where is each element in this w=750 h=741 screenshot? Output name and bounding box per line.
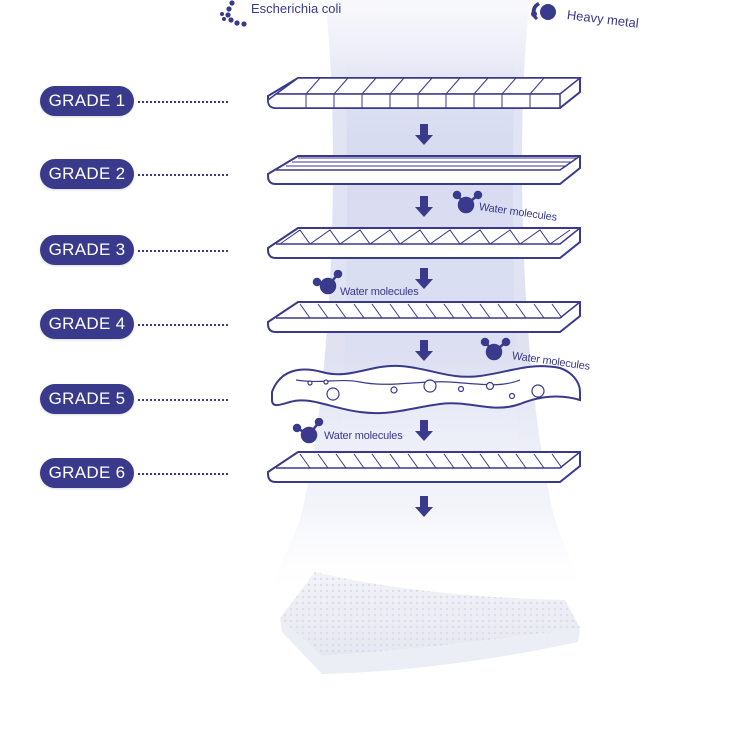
- water-molecules-label-2: Water molecules: [340, 286, 419, 298]
- down-arrow-icon: [415, 268, 433, 289]
- grade-6-connector: [138, 473, 228, 475]
- water-molecule-icon: [292, 418, 324, 444]
- grade-3-connector: [138, 250, 228, 252]
- grade-5-connector: [138, 399, 228, 401]
- grade-2-connector: [138, 174, 228, 176]
- heavy-metal-icon: [531, 2, 556, 20]
- water-molecule-icon: [480, 337, 511, 361]
- layer-grade-6: [267, 451, 581, 483]
- absorbent-pad-illustration: [280, 572, 580, 674]
- bacteria-chain-icon: [220, 0, 247, 27]
- down-arrow-icon: [415, 340, 433, 361]
- grade-4-connector: [138, 324, 228, 326]
- grade-6-badge: GRADE 6: [40, 458, 134, 488]
- water-molecule-icon: [312, 270, 343, 295]
- grade-4-badge: GRADE 4: [40, 309, 134, 339]
- bacteria-label: Escherichia coli: [251, 1, 342, 16]
- water-molecule-icon: [452, 190, 483, 214]
- down-arrow-icon: [415, 124, 433, 145]
- layer-grade-3: [267, 227, 581, 259]
- layer-grade-4: [267, 301, 581, 333]
- grade-1-connector: [138, 101, 228, 103]
- down-arrow-icon: [415, 196, 433, 217]
- grade-5-badge: GRADE 5: [40, 384, 134, 414]
- layer-grade-1: [267, 77, 583, 109]
- grade-3-badge: GRADE 3: [40, 235, 134, 265]
- grade-2-badge: GRADE 2: [40, 159, 134, 189]
- down-arrow-icon: [415, 420, 433, 441]
- layer-grade-5: [271, 364, 581, 415]
- water-molecules-label-4: Water molecules: [324, 430, 403, 442]
- down-arrow-icon: [415, 496, 433, 517]
- grade-1-badge: GRADE 1: [40, 86, 134, 116]
- layer-grade-2: [267, 155, 581, 185]
